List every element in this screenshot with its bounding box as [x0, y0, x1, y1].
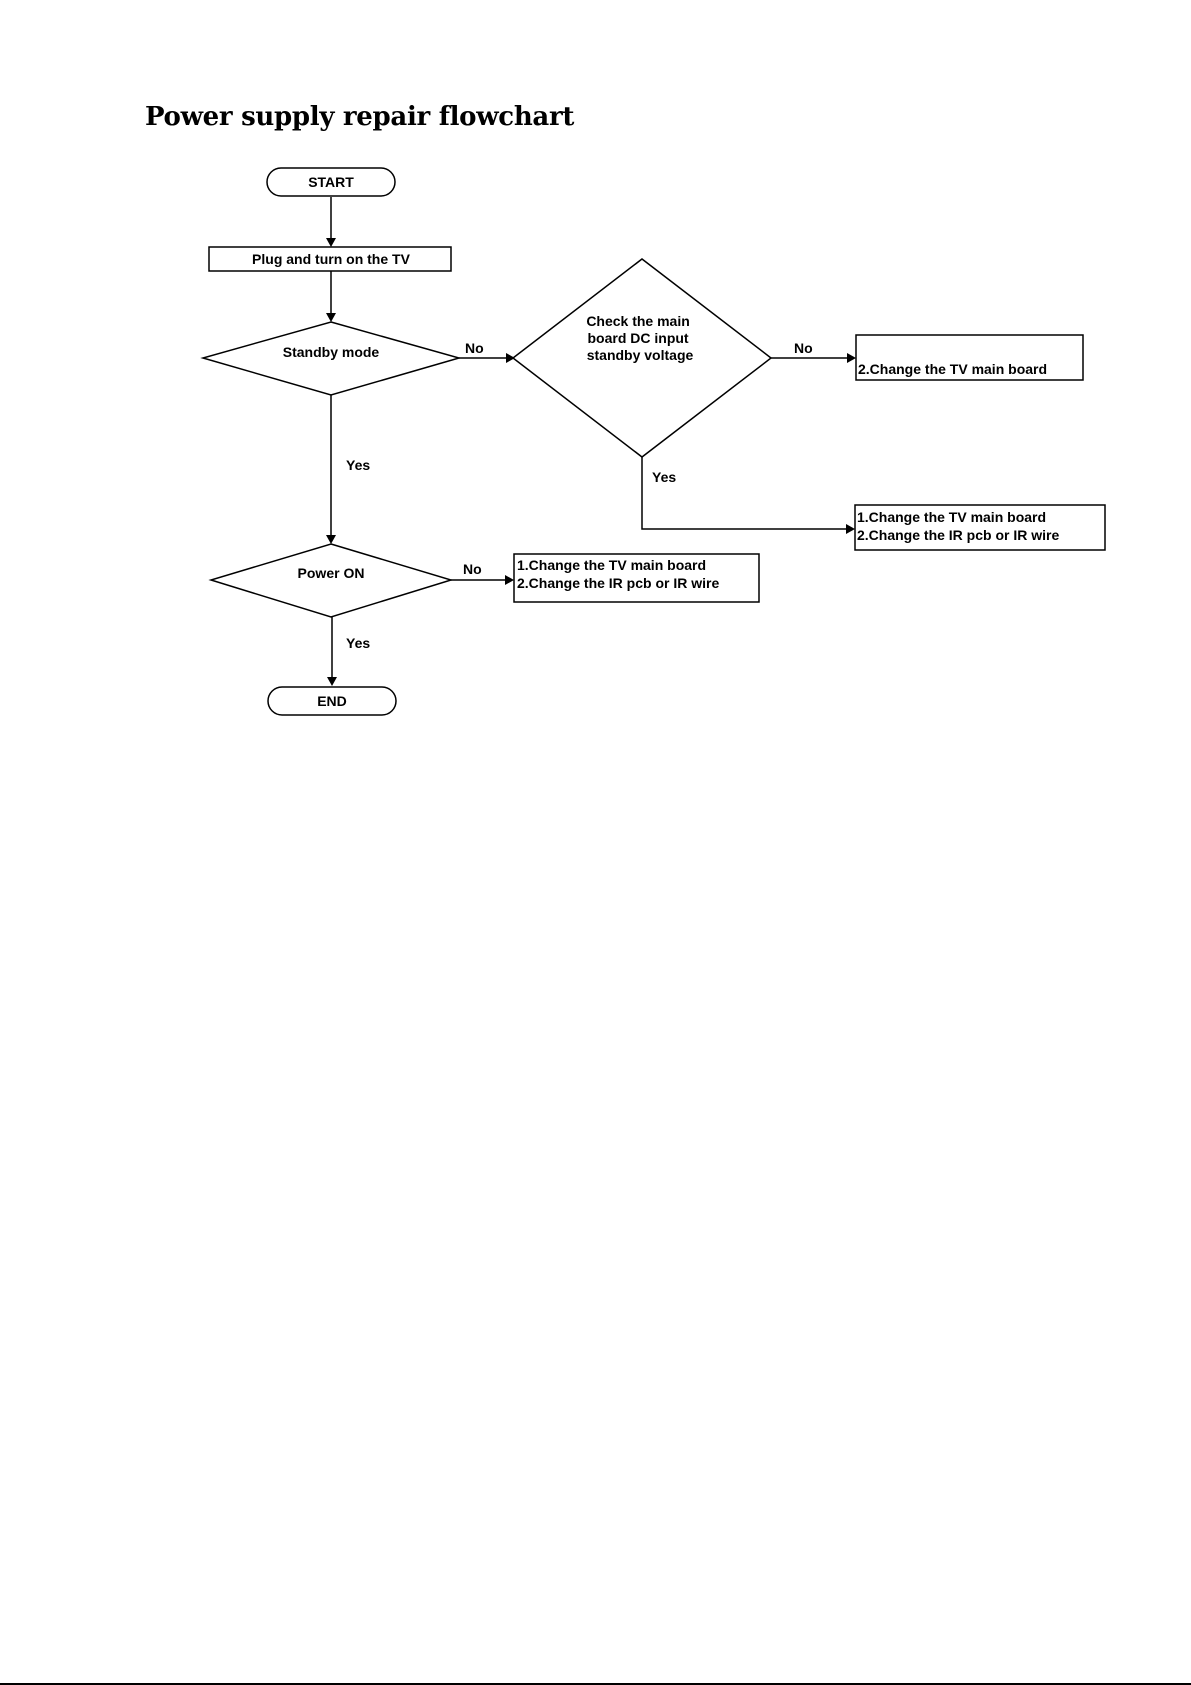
standby-label: Standby mode [283, 344, 380, 360]
power-yes-label: Yes [346, 635, 370, 651]
change-main-board-label: 2.Change the TV main board [858, 361, 1047, 377]
end-label: END [317, 693, 347, 709]
check-voltage-decision: Check the main board DC input standby vo… [513, 259, 771, 457]
standby-yes-label: Yes [346, 457, 370, 473]
plug-in-label: Plug and turn on the TV [252, 251, 411, 267]
action-line: 2.Change the IR pcb or IR wire [517, 575, 719, 591]
change-board-ir-action-right: 1.Change the TV main board 2.Change the … [855, 505, 1105, 550]
power-supply-flowchart: START Plug and turn on the TV Standby mo… [0, 0, 1191, 760]
action-line: 1.Change the TV main board [517, 557, 706, 573]
arrowhead [326, 313, 336, 322]
arrowhead [846, 524, 855, 534]
edge-check-yes [642, 457, 846, 529]
standby-decision: Standby mode [203, 322, 459, 395]
start-terminal: START [267, 168, 395, 196]
power-on-label: Power ON [298, 565, 365, 581]
start-label: START [308, 174, 354, 190]
check-no-label: No [794, 340, 813, 356]
change-board-ir-action-middle: 1.Change the TV main board 2.Change the … [514, 554, 759, 602]
action-line: 2.Change the IR pcb or IR wire [857, 527, 1059, 543]
plug-in-step: Plug and turn on the TV [209, 247, 451, 271]
end-terminal: END [268, 687, 396, 715]
check-voltage-line: Check the main [586, 313, 689, 329]
power-on-decision: Power ON [211, 544, 451, 617]
standby-no-label: No [465, 340, 484, 356]
action-line: 1.Change the TV main board [857, 509, 1046, 525]
check-voltage-label: Check the main board DC input standby vo… [586, 313, 693, 363]
arrowhead [326, 535, 336, 544]
check-voltage-line: board DC input [588, 330, 689, 346]
check-yes-label: Yes [652, 469, 676, 485]
change-main-board-action: 2.Change the TV main board [856, 335, 1083, 380]
arrowhead [327, 677, 337, 686]
arrowhead [847, 353, 856, 363]
arrowhead [326, 238, 336, 247]
check-voltage-line: standby voltage [587, 347, 694, 363]
power-no-label: No [463, 561, 482, 577]
arrowhead [505, 575, 514, 585]
